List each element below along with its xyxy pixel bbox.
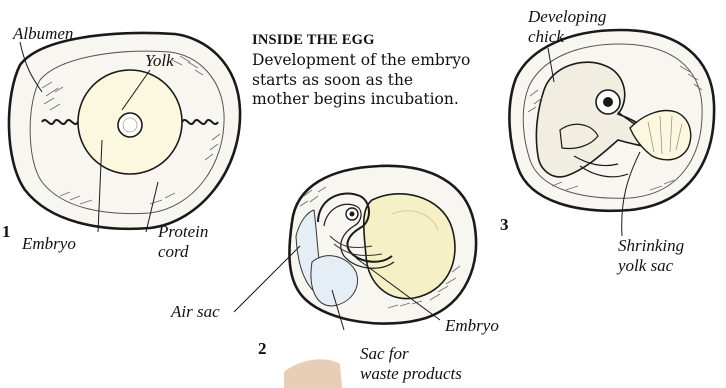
egg-stage-3 xyxy=(509,30,714,236)
intro-text: Development of the embryo starts as soon… xyxy=(252,51,472,110)
egg-1-embryo xyxy=(118,113,142,137)
label-air-sac: Air sac xyxy=(171,302,220,321)
label-shrinking-yolk-sac-line1: Shrinking xyxy=(618,236,684,255)
stage-number-3: 3 xyxy=(500,215,509,235)
stage-number-1: 1 xyxy=(2,222,11,242)
label-shrinking-yolk-sac-line2: yolk sac xyxy=(618,256,673,275)
egg-stage-1 xyxy=(9,33,240,232)
label-developing-chick-line1: Developing xyxy=(528,7,606,26)
label-waste-sac-line2: waste products xyxy=(360,364,462,383)
intro-heading: INSIDE THE EGG xyxy=(252,32,375,49)
egg-2-yolk xyxy=(364,194,455,299)
egg-2-embryo-pupil xyxy=(350,212,355,217)
label-waste-sac-line1: Sac for xyxy=(360,344,409,363)
label-protein-cord-line2: cord xyxy=(158,242,189,261)
label-yolk: Yolk xyxy=(145,51,174,70)
beige-patch xyxy=(284,359,342,388)
stage-number-2: 2 xyxy=(258,339,267,359)
label-albumen: Albumen xyxy=(13,24,73,43)
label-protein-cord-line1: Protein xyxy=(158,222,208,241)
label-embryo-1: Embryo xyxy=(22,234,76,253)
air-sac-leader-line xyxy=(234,246,300,312)
label-embryo-2: Embryo xyxy=(445,316,499,335)
egg-stage-2 xyxy=(234,166,476,330)
label-developing-chick-line2: chick xyxy=(528,27,564,46)
egg-3-chick-pupil xyxy=(603,97,613,107)
